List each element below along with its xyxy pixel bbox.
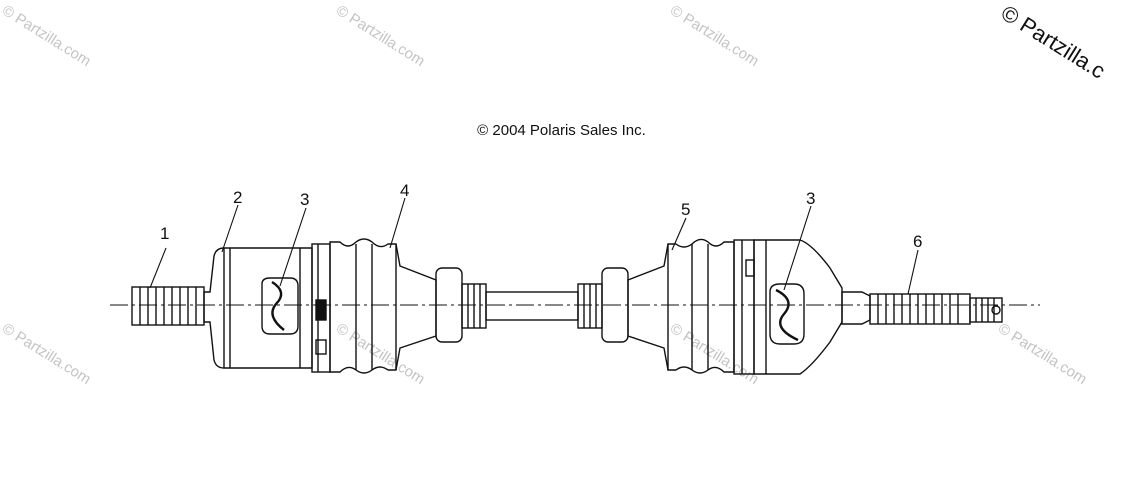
- part-1-inner-spline-stub: [131, 286, 205, 326]
- left-clamp-ring: [311, 243, 331, 373]
- callout-leaders: [149, 197, 919, 295]
- part-2-inner-cv-housing: [203, 247, 313, 369]
- part-5-outer-boot: [627, 238, 735, 374]
- callout-1: 1: [160, 224, 170, 243]
- part-6-outer-spline-stub: [841, 291, 1003, 325]
- callout-3-right: 3: [806, 189, 816, 208]
- callout-5: 5: [681, 200, 691, 219]
- right-clamp-ring: [733, 239, 755, 375]
- callout-4: 4: [400, 181, 410, 200]
- part-4-inner-boot: [329, 238, 437, 374]
- part-3-right-joint-bearing: [769, 283, 805, 345]
- callout-6: 6: [913, 232, 923, 251]
- part-3-left-joint-bearing: [261, 277, 299, 335]
- outer-cv-housing: [753, 239, 843, 375]
- callout-2: 2: [233, 188, 243, 207]
- copyright-notice: © 2004 Polaris Sales Inc.: [477, 122, 646, 139]
- callout-3-left: 3: [300, 190, 310, 209]
- center-shaft: [435, 267, 629, 343]
